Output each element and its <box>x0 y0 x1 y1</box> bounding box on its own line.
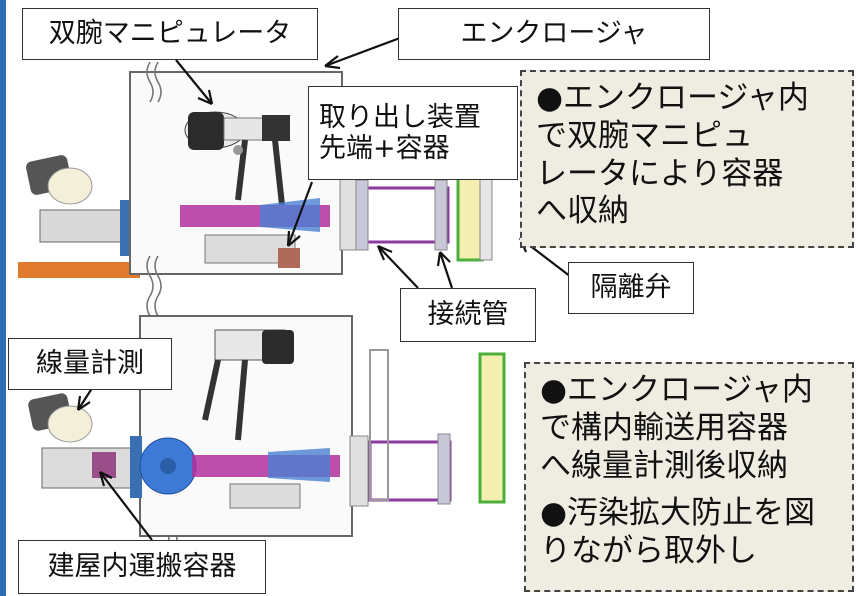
bottom-isolation-valve <box>478 352 506 504</box>
top-isolation-valve <box>456 166 493 262</box>
label-dose-measurement: 線量計測 <box>8 338 172 390</box>
label-extraction-tool-line1: 取り出し装置 <box>319 101 481 133</box>
label-transport-container: 建屋内運搬容器 <box>18 540 266 594</box>
bottom-extraction-tool <box>192 448 340 509</box>
note-bottom-line-3: へ線量計測後収納 <box>540 447 788 484</box>
note-bottom: ●エンクロージャ内 で構内輸送用容器 へ線量計測後収納 ●汚染拡大防止を図 りな… <box>524 362 854 592</box>
top-extraction-tool <box>180 198 330 268</box>
note-top-line-4: へ収納 <box>536 193 629 230</box>
note-bottom-line-4: ●汚染拡大防止を図 <box>540 495 816 532</box>
arrow-pipe-left <box>377 245 419 289</box>
label-enclosure: エンクロージャ <box>398 8 710 60</box>
label-dual-arm-manipulator: 双腕マニピュレータ <box>22 8 318 60</box>
note-top-line-3: レータにより容器 <box>536 155 784 192</box>
label-isolation-valve: 隔離弁 <box>568 262 694 314</box>
note-bottom-line-1: ●エンクロージャ内 <box>540 372 813 408</box>
note-bottom-line-5: りながら取外し <box>540 533 757 570</box>
note-bottom-line-2: で構内輸送用容器 <box>540 409 788 446</box>
top-transport-cylinder <box>39 209 123 243</box>
left-accent-bar <box>0 0 6 596</box>
bottom-manipulator <box>202 329 294 441</box>
arrow-tool <box>286 181 314 247</box>
bottom-dose-meter <box>28 393 93 443</box>
bottom-scene <box>28 315 506 537</box>
bottom-transport-cylinder <box>41 447 133 489</box>
label-connecting-pipe: 接続管 <box>400 288 536 342</box>
bottom-connecting-pipe <box>349 349 452 507</box>
arrow-dual-arm <box>175 59 213 105</box>
top-floor-slab <box>18 262 140 278</box>
top-manipulator <box>184 111 290 206</box>
top-connecting-pipe <box>339 177 450 251</box>
note-top-line-1: ●エンクロージャ内 <box>536 80 809 116</box>
arrow-enclosure <box>324 36 401 68</box>
top-dose-meter <box>26 155 93 205</box>
note-top: ●エンクロージャ内 で双腕マニピュ レータにより容器 へ収納 <box>520 70 854 248</box>
note-top-line-2: で双腕マニピュ <box>536 117 753 154</box>
label-extraction-tool: 取り出し装置 先端+容器 <box>308 86 518 180</box>
top-scene <box>18 71 493 278</box>
arrow-pipe-right <box>438 251 454 289</box>
arrow-transport <box>99 471 153 541</box>
label-extraction-tool-line2: 先端+容器 <box>319 133 450 164</box>
